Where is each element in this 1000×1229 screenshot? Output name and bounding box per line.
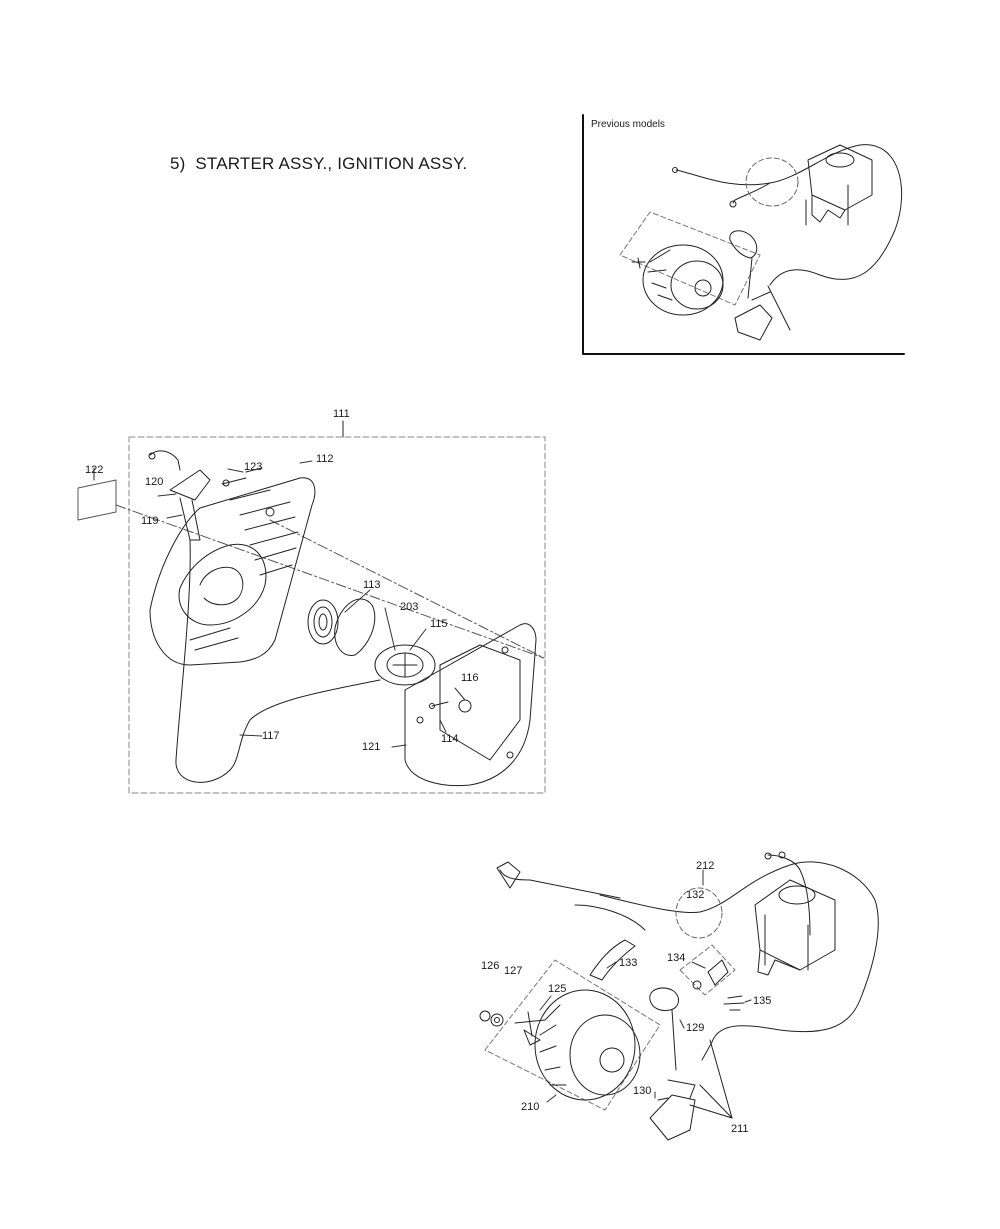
previous-models-label: Previous models [591, 119, 665, 130]
callout-120: 120 [145, 476, 164, 488]
callout-121: 121 [362, 741, 381, 753]
callout-115: 115 [430, 618, 448, 630]
callout-117: 117 [262, 730, 280, 742]
callout-212: 212 [696, 860, 715, 872]
callout-134: 134 [667, 952, 686, 964]
callout-126: 126 [481, 960, 500, 972]
callout-116: 116 [461, 672, 479, 684]
callout-112: 112 [316, 453, 334, 465]
callout-130: 130 [633, 1085, 652, 1097]
callout-114: 114 [441, 733, 459, 745]
callout-111: 111 [333, 408, 350, 420]
callout-123: 123 [244, 461, 263, 473]
ignition-assembly [479, 851, 879, 1141]
callout-211: 211 [731, 1123, 749, 1135]
callout-119: 119 [141, 515, 159, 527]
callout-122: 122 [85, 464, 104, 476]
previous-models-inset [582, 114, 905, 355]
callout-210: 210 [521, 1101, 540, 1113]
callout-133: 133 [619, 957, 638, 969]
callout-132: 132 [686, 889, 705, 901]
callout-leaders [157, 460, 752, 1103]
callout-129: 129 [686, 1022, 705, 1034]
callout-135: 135 [753, 995, 772, 1007]
callout-127: 127 [504, 965, 523, 977]
callout-203: 203 [400, 601, 419, 613]
callout-113: 113 [363, 579, 381, 591]
starter-assembly [77, 420, 546, 794]
page-title: 5) STARTER ASSY., IGNITION ASSY. [170, 154, 468, 173]
callout-125: 125 [548, 983, 567, 995]
